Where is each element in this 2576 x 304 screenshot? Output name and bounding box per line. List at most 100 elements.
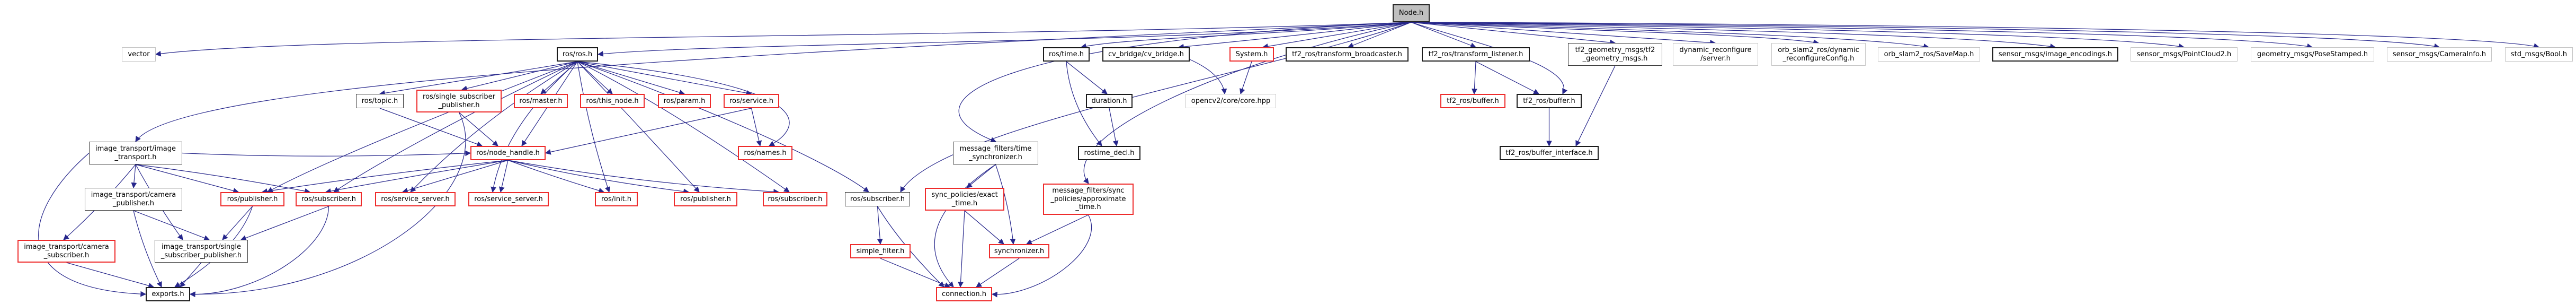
include-edge-listener-to-buffer_black	[1475, 61, 1539, 94]
graph-node-tf2_geometry[interactable]: tf2_geometry_msgs/tf2 _geometry_msgs.h	[1568, 43, 1662, 66]
include-edge-node_h-to-cv_bridge	[1178, 22, 1412, 50]
include-edge-node_handle-to-ss1	[402, 160, 509, 194]
graph-node-dyn_server[interactable]: dynamic_reconfigure /server.h	[1673, 43, 1758, 66]
graph-node-pub2[interactable]: ros/publisher.h	[674, 192, 737, 206]
include-edge-ros_ssp-to-node_handle	[459, 112, 498, 146]
graph-node-service[interactable]: ros/service.h	[724, 94, 779, 108]
include-edge-ros_h-to-init	[577, 61, 611, 193]
include-edge-ros_h-to-this_node	[577, 61, 613, 94]
include-edge-node_handle-to-sub2	[507, 160, 780, 195]
graph-node-synchronizer[interactable]: synchronizer.h	[989, 244, 1049, 258]
include-edge-image_transport-to-sub1	[135, 164, 311, 194]
graph-node-time_h[interactable]: ros/time.h	[1043, 47, 1090, 62]
graph-node-camera_subscriber[interactable]: image_transport/camera _subscriber.h	[17, 240, 115, 263]
graph-node-names[interactable]: ros/names.h	[738, 146, 792, 160]
graph-node-system_h[interactable]: System.h	[1229, 47, 1274, 62]
graph-node-connection[interactable]: connection.h	[936, 287, 992, 301]
graph-node-vector[interactable]: vector	[122, 47, 156, 62]
include-edge-time_h-to-rostime_decl	[1066, 61, 1102, 146]
graph-node-rostime_decl[interactable]: rostime_decl.h	[1078, 146, 1140, 160]
include-edge-image_transport-to-exports	[38, 153, 147, 297]
include-edge-simple_filter-to-connection	[880, 258, 950, 288]
include-edge-node_handle-to-pub2	[507, 160, 690, 195]
graph-node-node_h[interactable]: Node.h	[1393, 4, 1430, 22]
graph-node-posestamped[interactable]: geometry_msgs/PoseStamped.h	[2251, 47, 2374, 62]
graph-node-image_encodings[interactable]: sensor_msgs/image_encodings.h	[1992, 47, 2118, 62]
include-edge-node_h-to-pointcloud2	[1411, 22, 2185, 49]
include-edge-ros_h-to-ss2	[491, 61, 578, 193]
graph-node-camera_publisher[interactable]: image_transport/camera _publisher.h	[85, 188, 182, 211]
include-edge-node_h-to-tf2_geometry	[1411, 22, 1616, 46]
graph-node-time_sync[interactable]: message_filters/time _synchronizer.h	[953, 142, 1038, 164]
graph-node-cv_bridge[interactable]: cv_bridge/cv_bridge.h	[1102, 47, 1190, 62]
include-edge-node_h-to-image_transport	[135, 22, 1412, 142]
include-edge-approx-to-connection	[991, 214, 1092, 298]
include-edge-node_h-to-camerainfo	[1411, 22, 2440, 49]
include-edge-it_ssp-to-exports	[180, 262, 202, 288]
include-edge-node_h-to-broadcaster	[1347, 22, 1412, 48]
graph-node-init[interactable]: ros/init.h	[595, 192, 638, 206]
include-edge-image_transport-to-pub1	[135, 164, 239, 194]
graph-node-pub1[interactable]: ros/publisher.h	[220, 192, 284, 206]
graph-node-reconfig_config[interactable]: orb_slam2_ros/dynamic _reconfigureConfig…	[1771, 43, 1866, 66]
graph-node-topic[interactable]: ros/topic.h	[356, 94, 404, 108]
include-edge-node_h-to-approx	[1083, 22, 1412, 184]
include-edge-node_h-to-posestamped	[1411, 22, 2313, 49]
include-edge-node_handle-to-init	[507, 160, 605, 194]
include-edge-node_h-to-image_encodings	[1411, 22, 2056, 49]
graph-node-duration[interactable]: duration.h	[1086, 94, 1133, 108]
include-edge-duration-to-rostime_decl	[1109, 108, 1119, 147]
graph-node-opencv[interactable]: opencv2/core/core.hpp	[1186, 94, 1276, 108]
graph-node-bool_h[interactable]: std_msgs/Bool.h	[2505, 47, 2573, 62]
include-edge-image_transport-to-camera_publisher	[131, 164, 137, 189]
include-edge-topic-to-node_handle	[379, 108, 483, 147]
graph-node-camerainfo[interactable]: sensor_msgs/CameraInfo.h	[2387, 47, 2492, 62]
include-edge-service-to-node_handle	[545, 108, 752, 155]
include-edge-exact_time-to-synchronizer	[964, 210, 1004, 245]
graph-node-param[interactable]: ros/param.h	[658, 94, 711, 108]
include-edge-ros_ssp-to-exports	[189, 112, 466, 298]
include-edge-node_h-to-system_h	[1262, 22, 1412, 49]
include-edge-ros_h-to-sub1	[333, 61, 578, 193]
graph-node-node_handle[interactable]: ros/node_handle.h	[470, 146, 546, 160]
include-edge-ros_h-to-param	[577, 61, 685, 95]
include-edge-node_h-to-savemap	[1411, 22, 1930, 49]
include-edge-pub1-to-it_ssp	[222, 206, 253, 240]
graph-node-listener[interactable]: tf2_ros/transform_listener.h	[1422, 47, 1530, 62]
include-edge-time_sync-to-connection	[934, 164, 996, 288]
graph-node-sub2[interactable]: ros/subscriber.h	[763, 192, 827, 206]
graph-node-ros_h[interactable]: ros/ros.h	[557, 47, 598, 62]
graph-node-sub3[interactable]: ros/subscriber.h	[845, 192, 910, 206]
include-edge-node_h-to-time_sync	[958, 22, 1412, 143]
graph-node-broadcaster[interactable]: tf2_ros/transform_broadcaster.h	[1286, 47, 1409, 62]
graph-node-image_transport[interactable]: image_transport/image _transport.h	[89, 142, 182, 164]
include-edge-node_h-to-bool_h	[1411, 22, 2540, 49]
graph-node-it_ssp[interactable]: image_transport/single _subscriber_publi…	[155, 240, 248, 263]
graph-node-sub1[interactable]: ros/subscriber.h	[296, 192, 362, 206]
graph-node-savemap[interactable]: orb_slam2_ros/SaveMap.h	[1878, 47, 1980, 62]
include-edge-ros_h-to-pub1	[267, 61, 578, 193]
graph-node-ros_ssp[interactable]: ros/single_subscriber _publisher.h	[416, 90, 502, 112]
graph-node-exact_time[interactable]: sync_policies/exact _time.h	[925, 188, 1004, 211]
graph-node-ss2[interactable]: ros/service_server.h	[468, 192, 549, 206]
graph-node-master[interactable]: ros/master.h	[514, 94, 568, 108]
include-edge-system_h-to-opencv	[1240, 61, 1252, 95]
graph-node-this_node[interactable]: ros/this_node.h	[580, 94, 645, 108]
include-edge-camera_publisher-to-exports	[133, 210, 162, 288]
include-edge-ros_h-to-pub2	[577, 61, 700, 193]
graph-node-approx[interactable]: message_filters/sync _policies/approxima…	[1043, 184, 1134, 215]
graph-node-pointcloud2[interactable]: sensor_msgs/PointCloud2.h	[2131, 47, 2238, 62]
include-edge-ros_h-to-service	[577, 61, 752, 96]
include-edge-sub1-to-it_ssp	[240, 206, 329, 241]
include-edge-node_h-to-vector	[155, 22, 1412, 57]
include-edge-node_h-to-reconfig_config	[1411, 22, 1820, 45]
graph-node-ss1[interactable]: ros/service_server.h	[375, 192, 456, 206]
graph-node-buffer_red[interactable]: tf2_ros/buffer.h	[1440, 94, 1505, 108]
graph-node-simple_filter[interactable]: simple_filter.h	[850, 244, 911, 258]
graph-node-buffer_interface[interactable]: tf2_ros/buffer_interface.h	[1500, 146, 1599, 160]
include-edge-approx-to-synchronizer	[1026, 214, 1089, 245]
graph-node-exports[interactable]: exports.h	[146, 287, 190, 301]
graph-node-buffer_black[interactable]: tf2_ros/buffer.h	[1517, 94, 1582, 108]
